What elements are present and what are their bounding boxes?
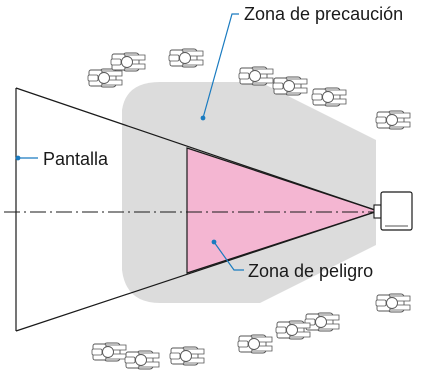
seated-person-icon (237, 334, 273, 354)
seated-person-icon (110, 52, 146, 72)
danger-zone-label: Zona de peligro (248, 261, 374, 281)
caution-leader (202, 13, 239, 119)
audience-bottom (91, 293, 411, 370)
seated-person-icon (375, 293, 411, 313)
danger-leader-dot (211, 239, 217, 245)
seated-person-icon (275, 320, 311, 340)
screen-leader-dot (15, 155, 21, 161)
seated-person-icon (272, 76, 308, 96)
danger-zone-area (186, 147, 380, 274)
danger-leader (213, 241, 244, 271)
projector-icon (373, 191, 413, 231)
caution-leader-dot (200, 115, 206, 121)
seated-person-icon (124, 350, 160, 370)
seated-person-icon (238, 66, 274, 86)
screen-label: Pantalla (43, 149, 109, 169)
caution-zone-label: Zona de precaución (244, 4, 404, 24)
projection-cone (15, 87, 379, 332)
leader-lines (20, 13, 244, 271)
seated-person-icon (168, 48, 204, 68)
seated-person-icon (311, 87, 347, 107)
seated-person-icon (169, 346, 205, 366)
seated-person-icon (375, 110, 411, 130)
seated-person-icon (91, 342, 127, 362)
seated-person-icon (87, 68, 123, 88)
